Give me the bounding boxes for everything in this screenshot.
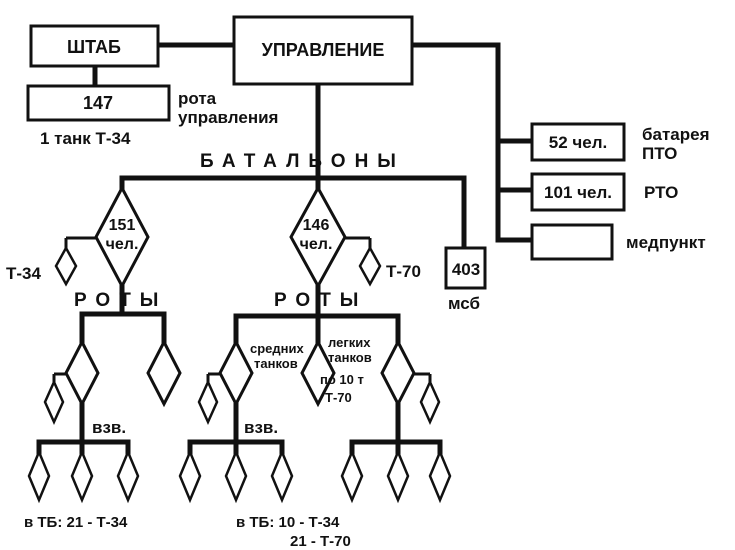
pto-label-1: батарея — [642, 125, 710, 144]
hq-company-label-2: управления — [178, 108, 278, 127]
rto-label: РТО — [644, 183, 678, 202]
company-mid-3-diamond — [380, 338, 416, 408]
battalions-label: БАТАЛЬОНЫ — [200, 151, 405, 172]
battalion-mid-unit: чел. — [300, 236, 333, 253]
platoon-mid-label: взв. — [244, 418, 278, 437]
msb-label: мсб — [448, 294, 480, 313]
totals-mid-1: в ТБ: 10 - Т-34 — [236, 514, 340, 531]
totals-mid-2: 21 - Т-70 — [290, 533, 351, 550]
battalion-left-count: 151 — [109, 217, 136, 234]
command-box — [232, 15, 414, 86]
totals-left: в ТБ: 21 - Т-34 — [24, 514, 128, 531]
company-left-2-diamond — [146, 338, 182, 408]
med-label: медпункт — [626, 233, 706, 252]
tank-diamond — [27, 448, 51, 504]
t34-tank-diamond — [54, 245, 78, 287]
t70-tank-diamond — [358, 245, 382, 287]
msb-count: 403 — [452, 260, 480, 279]
rto-count: 101 чел. — [544, 183, 612, 202]
hq-company-label-1: рота — [178, 89, 217, 108]
command-label: УПРАВЛЕНИЕ — [262, 40, 385, 60]
msb-box — [444, 246, 487, 290]
battalion-left-unit: чел. — [106, 236, 139, 253]
medium-tanks-label-2: танков — [254, 356, 298, 371]
t34-label: Т-34 — [6, 264, 42, 283]
med-box — [530, 223, 614, 261]
light-tanks-label-4: Т-70 — [325, 390, 352, 405]
companies-mid-label: РОТЫ — [274, 290, 367, 311]
company-medium-diamond — [218, 338, 254, 408]
pto-count: 52 чел. — [549, 133, 607, 152]
t70-label: Т-70 — [386, 262, 421, 281]
light-tanks-label-1: легких — [328, 335, 371, 350]
medium-tanks-label-1: средних — [250, 341, 304, 356]
company-left-1-diamond — [64, 338, 100, 408]
tank-diamond — [70, 448, 94, 504]
tank-diamond-row — [27, 448, 452, 504]
hq-tank-note: 1 танк Т-34 — [40, 129, 131, 148]
platoon-left-label: взв. — [92, 418, 126, 437]
hq-company-count: 147 — [83, 93, 113, 113]
tank-diamond — [428, 448, 452, 504]
light-tanks-label-3: по 10 т — [320, 372, 364, 387]
companies-left-label: РОТЫ — [74, 290, 167, 311]
tank-diamond — [178, 448, 202, 504]
tank-diamond — [340, 448, 364, 504]
battalion-left-diamond — [94, 184, 150, 290]
platoon-small-right-diamond — [419, 378, 441, 426]
tank-diamond — [270, 448, 294, 504]
battalion-mid-count: 146 — [303, 217, 330, 234]
pto-box — [530, 122, 626, 162]
tank-diamond — [224, 448, 248, 504]
light-tanks-label-2: танков — [328, 350, 372, 365]
hq-box — [29, 24, 160, 68]
pto-label-2: ПТО — [642, 144, 677, 163]
battalion-mid-diamond — [289, 184, 347, 290]
rto-box — [530, 172, 626, 212]
company-light-diamond — [300, 338, 336, 408]
tank-diamond — [116, 448, 140, 504]
tank-diamond — [386, 448, 410, 504]
hq-label: ШТАБ — [67, 37, 121, 57]
hq-company-box — [26, 84, 171, 122]
platoon-small-mid-diamond — [197, 378, 219, 426]
platoon-small-left-diamond — [43, 378, 65, 426]
